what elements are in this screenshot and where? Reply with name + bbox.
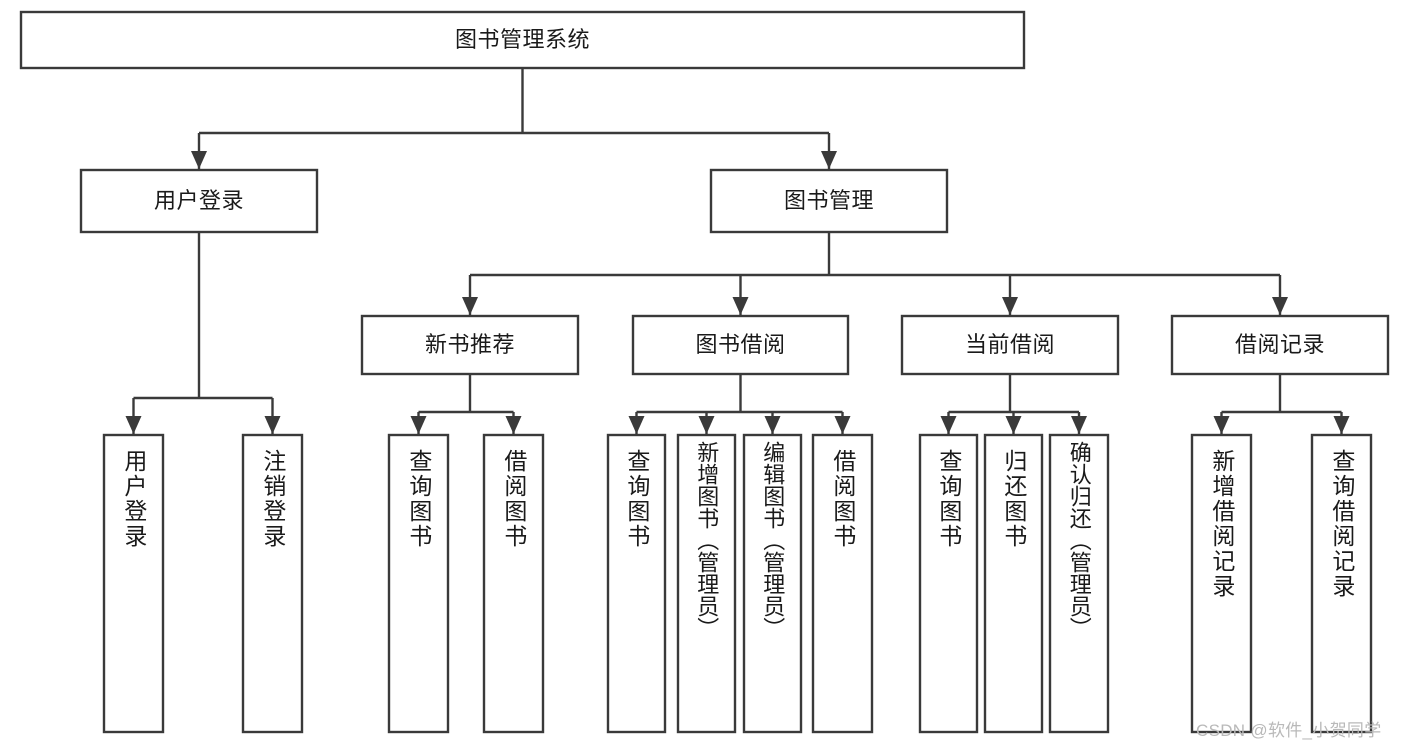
arrow-head-icon [264, 416, 281, 434]
node-leaf-borrow-book-1-box[interactable] [482, 433, 545, 734]
node-borrow-record-box[interactable] [1170, 314, 1390, 376]
arrow-head-icon [505, 416, 522, 434]
arrow-head-icon [1213, 416, 1230, 434]
node-book-management-box[interactable] [709, 168, 949, 234]
node-box-layer [19, 10, 1390, 734]
arrow-head-icon [698, 416, 715, 434]
node-leaf-add-borrow-record-box[interactable] [1190, 433, 1253, 734]
node-leaf-borrow-book-2-box[interactable] [811, 433, 874, 734]
node-leaf-edit-book-admin-box[interactable] [742, 433, 803, 734]
arrow-head-icon [1071, 416, 1087, 434]
node-leaf-query-book-3-box[interactable] [918, 433, 979, 734]
arrow-head-icon [462, 297, 478, 315]
arrow-head-icon [125, 416, 142, 434]
arrow-head-icon [1272, 297, 1288, 315]
arrow-head-icon [191, 151, 207, 169]
arrow-head-icon [940, 416, 957, 434]
arrow-head-icon [1333, 416, 1350, 434]
node-leaf-query-book-2-box[interactable] [606, 433, 667, 734]
arrow-head-icon [764, 416, 781, 434]
watermark-text: CSDN @软件_小贺同学 [1196, 721, 1382, 740]
arrow-head-icon [732, 297, 749, 315]
arrow-head-icon [834, 416, 851, 434]
node-current-borrow-box[interactable] [900, 314, 1120, 376]
connector-layer [125, 68, 1350, 434]
arrow-head-icon [410, 416, 427, 434]
node-book-borrow-box[interactable] [631, 314, 850, 376]
node-leaf-query-book-1-box[interactable] [387, 433, 450, 734]
arrow-head-icon [1002, 297, 1018, 315]
node-leaf-confirm-return-admin-box[interactable] [1048, 433, 1110, 734]
arrow-head-icon [628, 416, 645, 434]
node-new-book-recommend-box[interactable] [360, 314, 580, 376]
node-root-box[interactable] [19, 10, 1026, 70]
node-user-login-box[interactable] [79, 168, 319, 234]
node-leaf-user-login-box[interactable] [102, 433, 165, 734]
arrow-head-icon [821, 151, 837, 169]
node-leaf-query-borrow-record-box[interactable] [1310, 433, 1373, 734]
arrow-head-icon [1005, 416, 1022, 434]
node-leaf-logout-login-box[interactable] [241, 433, 304, 734]
node-leaf-return-book-box[interactable] [983, 433, 1044, 734]
node-leaf-add-book-admin-box[interactable] [676, 433, 737, 734]
